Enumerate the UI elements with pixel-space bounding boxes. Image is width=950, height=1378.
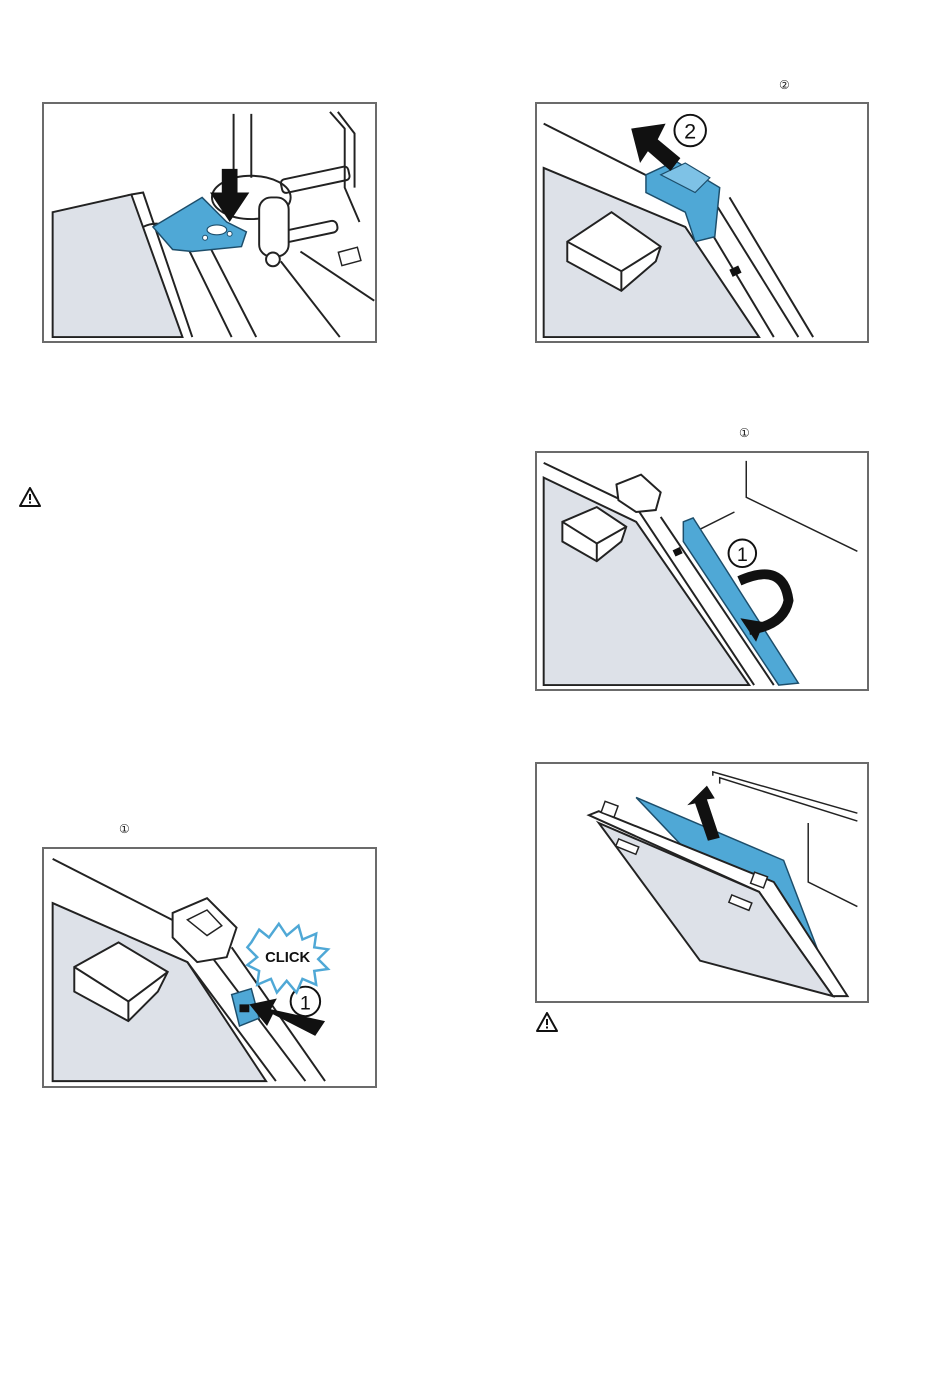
figure-remove-pane: [535, 762, 869, 1003]
figure-number-label: 1: [737, 544, 748, 566]
step-marker-1: ①: [119, 822, 130, 836]
figure-number-label: 2: [684, 118, 696, 143]
figure-click-lock: 1 CLICK: [42, 847, 377, 1088]
figure-hinge-press: [42, 102, 377, 343]
warning-icon: [19, 487, 41, 507]
click-label: CLICK: [265, 950, 310, 966]
step-marker-2: ②: [779, 78, 790, 92]
step-marker-1: ①: [739, 426, 750, 440]
figure-rotate-strip: 1: [535, 451, 869, 691]
figure-number-label: 1: [300, 992, 311, 1014]
warning-icon: [536, 1012, 558, 1032]
figure-lift-off: 2: [535, 102, 869, 343]
